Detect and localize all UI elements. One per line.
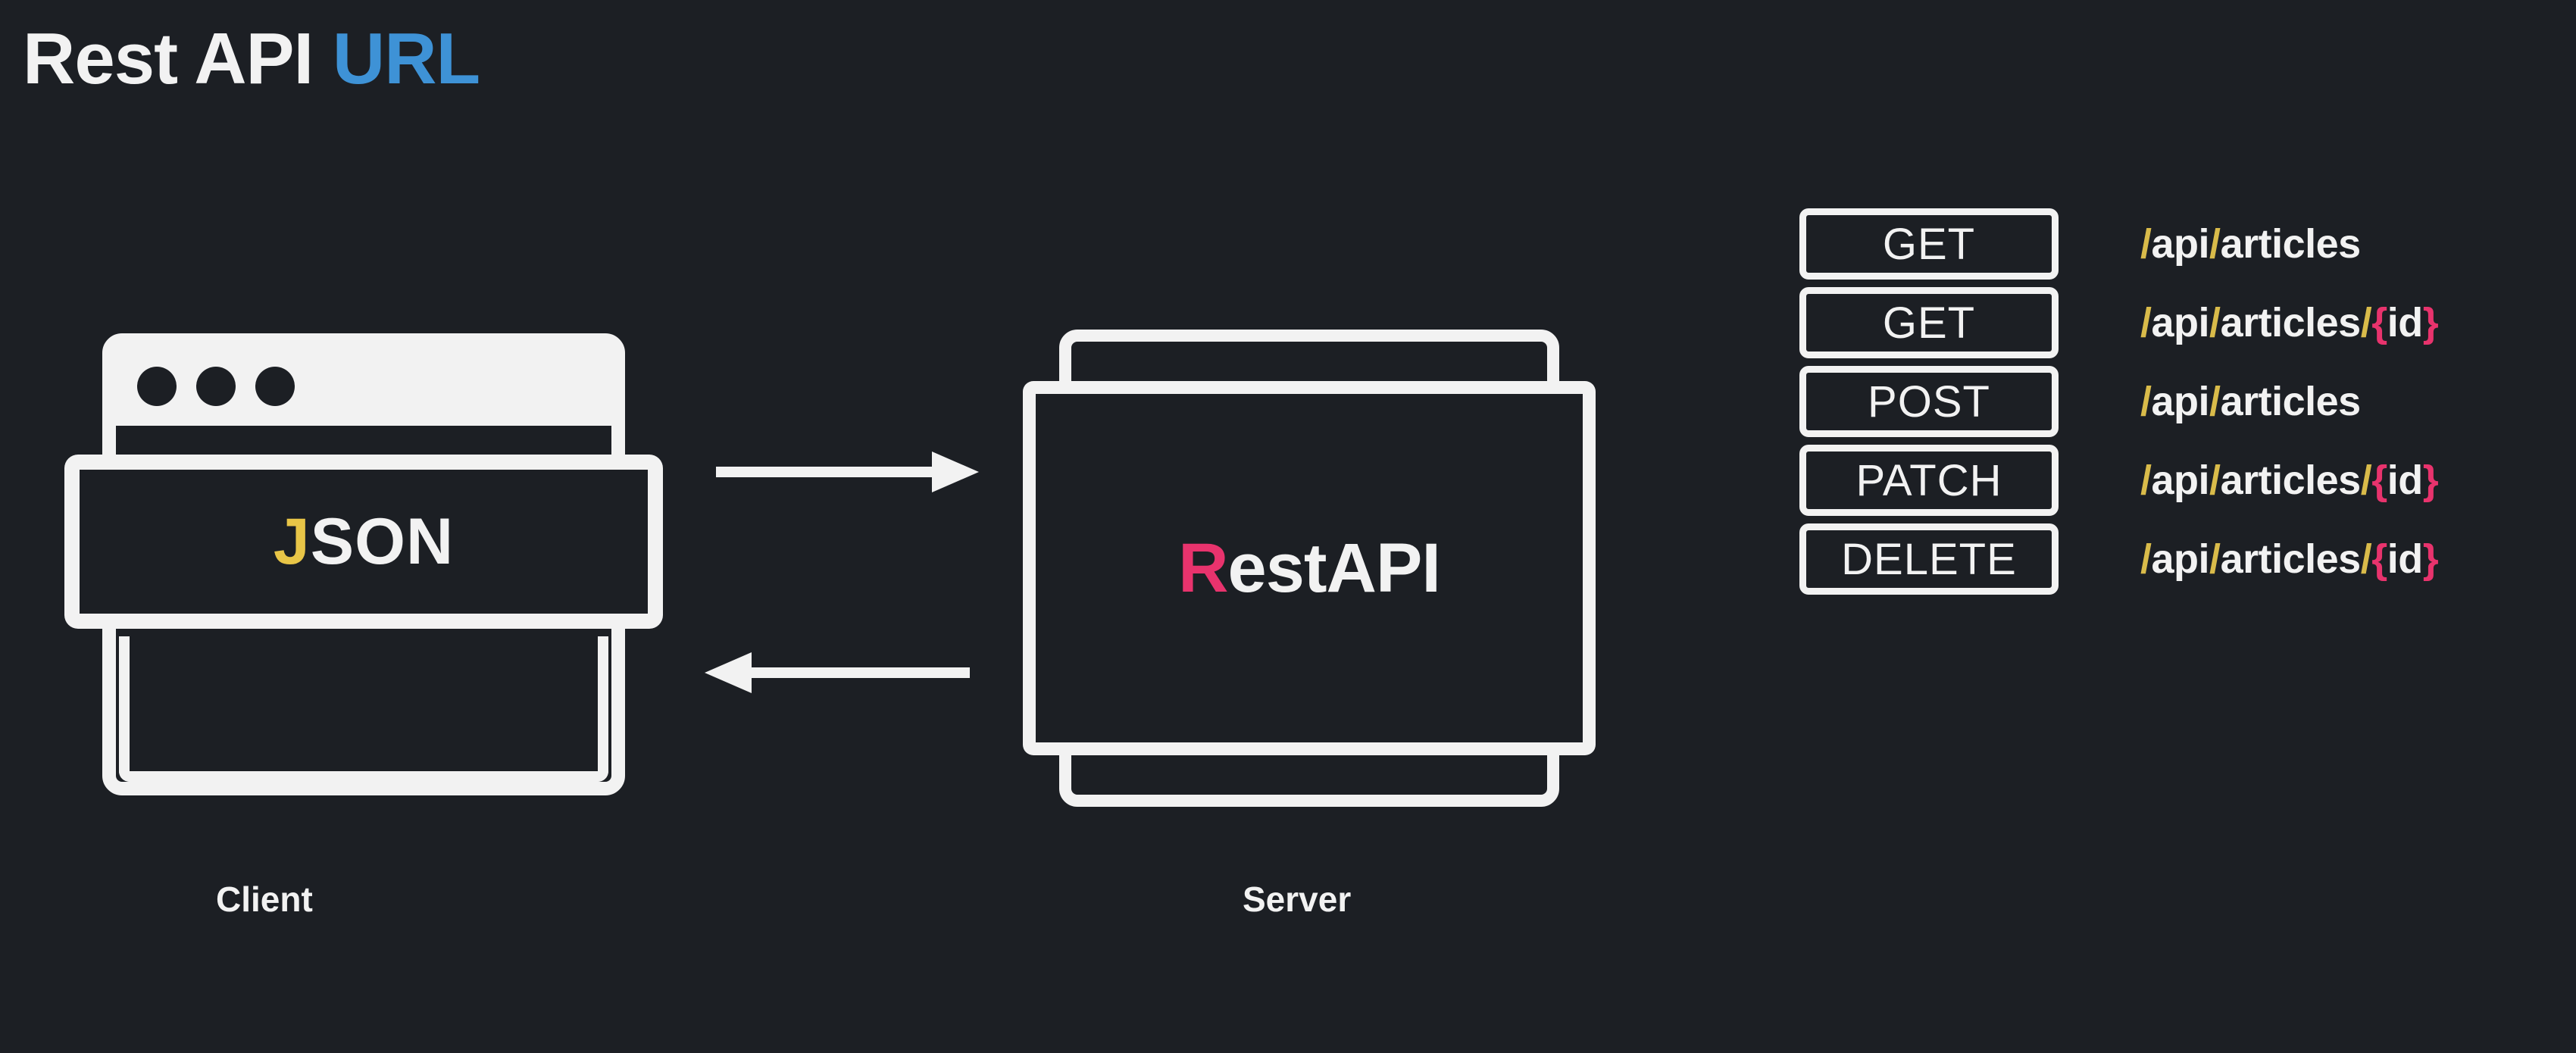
- json-label-rest: SON: [310, 505, 455, 578]
- path-token: api: [2151, 221, 2210, 267]
- response-arrow-head-icon: [705, 652, 752, 693]
- server-front-plate: RestAPI: [1023, 381, 1596, 755]
- method-chip-delete[interactable]: DELETE: [1799, 523, 2059, 595]
- client-content-pane: [119, 636, 608, 782]
- path-token: /: [2140, 458, 2152, 503]
- request-arrow-line: [716, 467, 936, 477]
- path-token: api: [2151, 379, 2210, 424]
- path-token: /: [2140, 300, 2152, 345]
- path-token: id: [2387, 458, 2424, 503]
- client-browser-icon: JSON: [64, 333, 663, 807]
- window-dot-maximize-icon: [255, 367, 295, 406]
- client-caption: Client: [216, 880, 313, 919]
- window-dot-close-icon: [137, 367, 177, 406]
- method-chip-label: POST: [1868, 377, 1990, 427]
- path-token: /: [2140, 221, 2152, 267]
- endpoint-row: GET/api/articles: [1799, 208, 2557, 280]
- method-chip-post[interactable]: POST: [1799, 366, 2059, 437]
- path-token: /: [2360, 458, 2372, 503]
- endpoint-path: /api/articles: [2140, 220, 2361, 267]
- response-arrow-line: [750, 667, 970, 678]
- page-title-accent: URL: [332, 18, 480, 99]
- method-chip-patch[interactable]: PATCH: [1799, 445, 2059, 516]
- restapi-label-rest: estAPI: [1227, 529, 1441, 607]
- path-token: {: [2371, 300, 2387, 345]
- path-token: /: [2360, 536, 2372, 582]
- path-token: api: [2151, 458, 2210, 503]
- server-stack-icon: RestAPI: [1023, 330, 1599, 807]
- json-label-accent: J: [273, 505, 311, 578]
- path-token: id: [2387, 536, 2424, 582]
- endpoint-row: POST/api/articles: [1799, 366, 2557, 437]
- json-label: JSON: [274, 505, 454, 580]
- endpoint-row: PATCH/api/articles/{id}: [1799, 445, 2557, 516]
- path-token: /: [2209, 379, 2221, 424]
- endpoint-row: GET/api/articles/{id}: [1799, 287, 2557, 358]
- method-chip-get[interactable]: GET: [1799, 287, 2059, 358]
- path-token: }: [2422, 458, 2439, 503]
- path-token: articles: [2220, 536, 2362, 582]
- method-chip-label: DELETE: [1841, 534, 2017, 584]
- response-arrow: [705, 648, 970, 693]
- path-token: }: [2422, 300, 2439, 345]
- client-titlebar: [116, 347, 611, 426]
- path-token: id: [2387, 300, 2424, 345]
- path-token: articles: [2220, 379, 2362, 424]
- restapi-label: RestAPI: [1178, 529, 1441, 608]
- method-chip-get[interactable]: GET: [1799, 208, 2059, 280]
- path-token: /: [2209, 221, 2221, 267]
- endpoint-path: /api/articles/{id}: [2140, 299, 2439, 346]
- method-chip-label: PATCH: [1855, 455, 2002, 505]
- endpoint-path: /api/articles: [2140, 378, 2361, 425]
- path-token: /: [2140, 379, 2152, 424]
- page-title: Rest API URL: [23, 18, 480, 99]
- path-token: articles: [2220, 300, 2362, 345]
- path-token: /: [2209, 458, 2221, 503]
- window-dot-minimize-icon: [196, 367, 236, 406]
- request-arrow: [716, 447, 981, 492]
- path-token: /: [2209, 300, 2221, 345]
- method-chip-label: GET: [1882, 219, 1976, 269]
- path-token: {: [2371, 536, 2387, 582]
- path-token: }: [2422, 536, 2439, 582]
- endpoint-path: /api/articles/{id}: [2140, 536, 2439, 583]
- endpoint-row: DELETE/api/articles/{id}: [1799, 523, 2557, 595]
- request-arrow-head-icon: [932, 452, 979, 492]
- path-token: {: [2371, 458, 2387, 503]
- path-token: articles: [2220, 221, 2362, 267]
- path-token: articles: [2220, 458, 2362, 503]
- restapi-label-accent: R: [1178, 529, 1228, 607]
- path-token: api: [2151, 536, 2210, 582]
- client-json-panel: JSON: [64, 455, 663, 629]
- path-token: /: [2209, 536, 2221, 582]
- endpoint-path: /api/articles/{id}: [2140, 457, 2439, 504]
- page-title-main: Rest API: [23, 18, 333, 99]
- path-token: api: [2151, 300, 2210, 345]
- path-token: /: [2140, 536, 2152, 582]
- server-caption: Server: [1243, 880, 1352, 919]
- method-chip-label: GET: [1882, 298, 1976, 348]
- path-token: /: [2360, 300, 2372, 345]
